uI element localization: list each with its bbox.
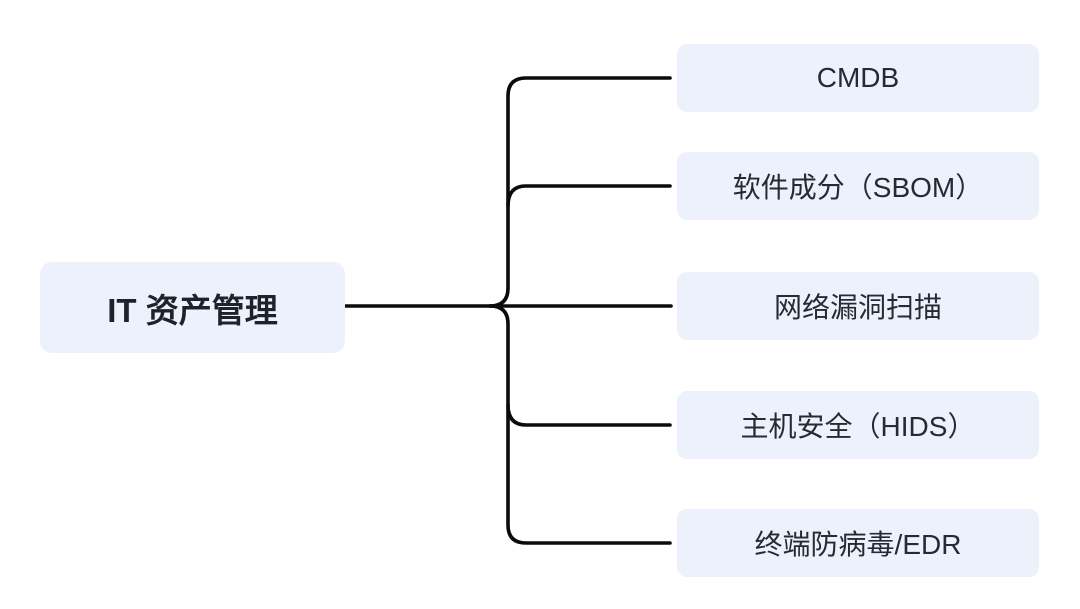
- root-node-label: IT 资产管理: [107, 291, 278, 329]
- node-cmdb-label: CMDB: [816, 62, 900, 93]
- node-edr-label: 终端防病毒/EDR: [754, 529, 962, 560]
- connector-root-to-sbom: [506, 184, 672, 208]
- connector-root-to-hids: [506, 403, 672, 427]
- connector-root-to-edr: [488, 304, 672, 545]
- node-cmdb: CMDB: [677, 44, 1039, 112]
- node-sbom: 软件成分（SBOM）: [677, 152, 1039, 220]
- node-hids: 主机安全（HIDS）: [677, 391, 1039, 459]
- node-vuln-scan: 网络漏洞扫描: [677, 272, 1039, 340]
- node-sbom-label: 软件成分（SBOM）: [732, 172, 984, 203]
- node-edr: 终端防病毒/EDR: [677, 509, 1039, 577]
- connector-root-to-cmdb: [488, 76, 672, 308]
- node-vuln-scan-label: 网络漏洞扫描: [773, 292, 942, 323]
- root-node-it-asset-management: IT 资产管理: [40, 262, 345, 353]
- node-hids-label: 主机安全（HIDS）: [740, 411, 976, 442]
